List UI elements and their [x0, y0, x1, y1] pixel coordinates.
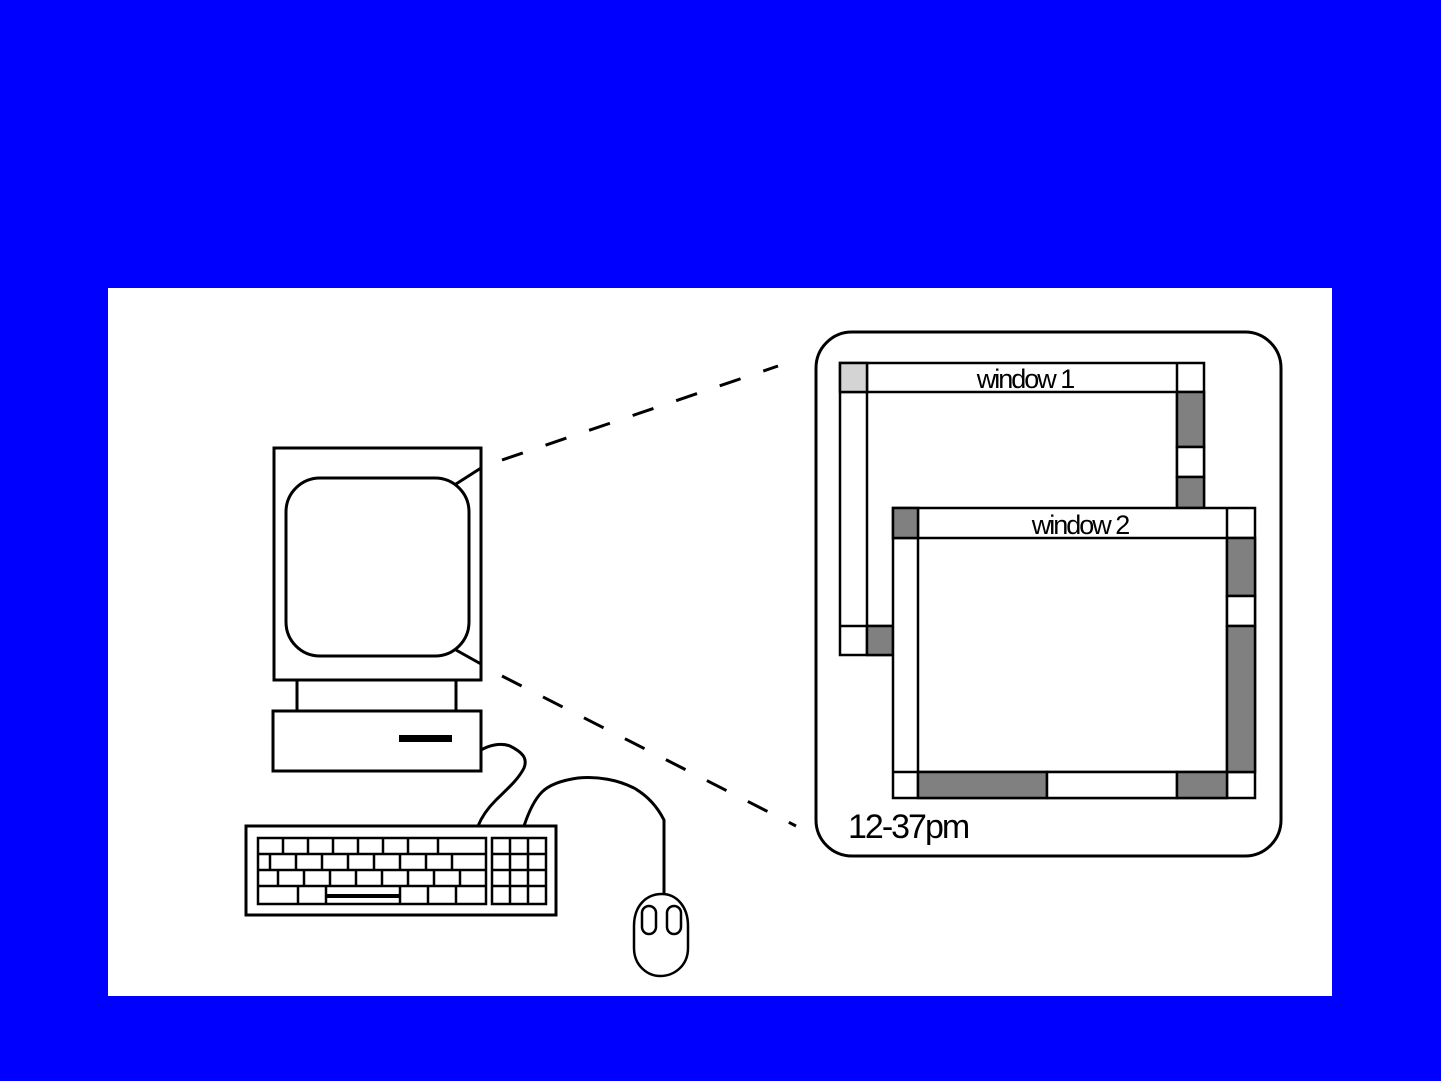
monitor-stand: [297, 680, 456, 711]
window-2-hscrollbar-right[interactable]: [1177, 772, 1227, 798]
window-2-scroll-thumb[interactable]: [1227, 596, 1255, 626]
window-2: [893, 508, 1255, 798]
window-2-title: window 2: [1031, 510, 1130, 540]
window-2-scrollbar-lower[interactable]: [1227, 626, 1255, 772]
keyboard-icon: [246, 826, 556, 915]
window-2-hscrollbar-left[interactable]: [918, 772, 1047, 798]
window-1-hscrollbar[interactable]: [867, 626, 893, 655]
mouse-icon: [634, 894, 688, 976]
screen-zoom-view: window 1 window 2 12-37: [816, 332, 1281, 856]
monitor: [274, 448, 481, 680]
windowing-system-diagram: window 1 window 2 12-37: [108, 288, 1332, 996]
window-2-scrollbar-upper[interactable]: [1227, 538, 1255, 596]
system-unit: [273, 711, 481, 771]
window-2-close-box[interactable]: [893, 508, 918, 538]
window-1-scrollbar-upper[interactable]: [1177, 392, 1204, 447]
projection-lines: [502, 366, 796, 826]
window-2-hscroll-thumb[interactable]: [1047, 772, 1177, 798]
clock-label: 12-37pm: [848, 808, 969, 846]
window-1-close-box[interactable]: [840, 363, 867, 392]
window-1-scroll-thumb[interactable]: [1177, 447, 1204, 477]
illustration-panel: window 1 window 2 12-37: [108, 288, 1332, 996]
window-1-title: window 1: [976, 364, 1075, 394]
window-1-scrollbar-lower[interactable]: [1177, 477, 1204, 508]
desktop-computer-icon: [273, 448, 481, 771]
